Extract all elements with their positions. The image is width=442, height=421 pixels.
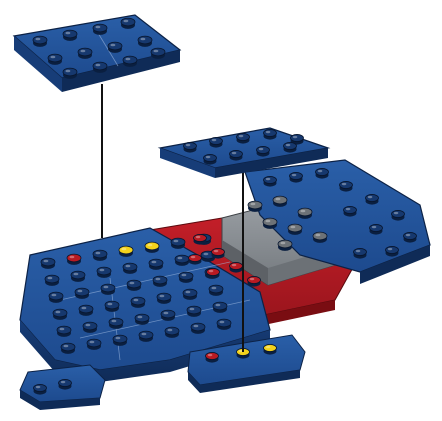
stud xyxy=(370,224,383,234)
stud xyxy=(45,275,59,286)
stud xyxy=(67,254,81,265)
stud xyxy=(139,331,153,342)
stud xyxy=(53,309,67,320)
stud xyxy=(284,142,297,152)
stud xyxy=(366,194,379,204)
stud xyxy=(78,48,92,59)
stud xyxy=(157,293,171,304)
stud xyxy=(93,62,107,73)
stud xyxy=(63,68,77,79)
stud xyxy=(108,42,122,53)
stud xyxy=(61,343,75,354)
stud xyxy=(204,154,217,164)
stud xyxy=(75,288,89,299)
stud xyxy=(41,258,55,269)
stud xyxy=(209,285,223,296)
stud xyxy=(290,172,303,182)
stud xyxy=(183,289,197,300)
stud xyxy=(153,276,167,287)
stud xyxy=(340,181,353,191)
stud xyxy=(63,30,77,41)
stud xyxy=(404,232,417,242)
stud xyxy=(83,322,97,333)
stud xyxy=(191,323,205,334)
stud xyxy=(386,246,399,256)
stud xyxy=(119,246,133,257)
stud xyxy=(298,208,312,219)
stud xyxy=(264,176,277,186)
stud xyxy=(165,327,179,338)
stud xyxy=(316,168,329,178)
stud xyxy=(145,242,159,253)
stud xyxy=(288,224,302,235)
stud xyxy=(93,24,107,35)
stud xyxy=(101,284,115,295)
stud xyxy=(33,36,47,47)
stud xyxy=(313,232,327,243)
stud xyxy=(392,210,405,220)
stud xyxy=(278,240,292,251)
stud xyxy=(212,248,225,258)
stud xyxy=(257,146,270,156)
stud xyxy=(105,301,119,312)
stud xyxy=(354,248,367,258)
stud xyxy=(79,305,93,316)
stud xyxy=(230,262,243,272)
stud xyxy=(135,314,149,325)
stud xyxy=(264,344,277,354)
stud xyxy=(121,18,135,29)
stud xyxy=(187,306,201,317)
stud xyxy=(264,129,277,139)
stud xyxy=(151,48,165,59)
stud xyxy=(127,280,141,291)
stud xyxy=(93,250,107,261)
stud xyxy=(171,238,185,249)
stud xyxy=(138,36,152,47)
stud xyxy=(237,133,250,143)
stud xyxy=(179,272,193,283)
stud xyxy=(131,297,145,308)
stud xyxy=(344,206,357,216)
stud xyxy=(57,326,71,337)
stud xyxy=(206,352,219,362)
stud xyxy=(149,259,163,270)
stud xyxy=(230,150,243,160)
stud xyxy=(184,142,197,152)
stud xyxy=(263,218,277,229)
stud xyxy=(207,268,220,278)
stud xyxy=(59,379,72,389)
stud xyxy=(210,137,223,147)
stud xyxy=(123,263,137,274)
stud xyxy=(175,255,189,266)
stud xyxy=(248,201,262,212)
stud xyxy=(34,384,47,394)
stud xyxy=(217,319,231,330)
stud xyxy=(113,335,127,346)
stud xyxy=(248,276,261,286)
stud xyxy=(97,267,111,278)
stud xyxy=(189,254,202,264)
stud xyxy=(273,196,287,207)
stud xyxy=(123,56,137,67)
stud xyxy=(71,271,85,282)
stud xyxy=(213,302,227,313)
stud xyxy=(161,310,175,321)
stud xyxy=(48,54,62,65)
stud xyxy=(194,234,207,244)
stud xyxy=(49,292,63,303)
stud xyxy=(109,318,123,329)
stud xyxy=(87,339,101,350)
